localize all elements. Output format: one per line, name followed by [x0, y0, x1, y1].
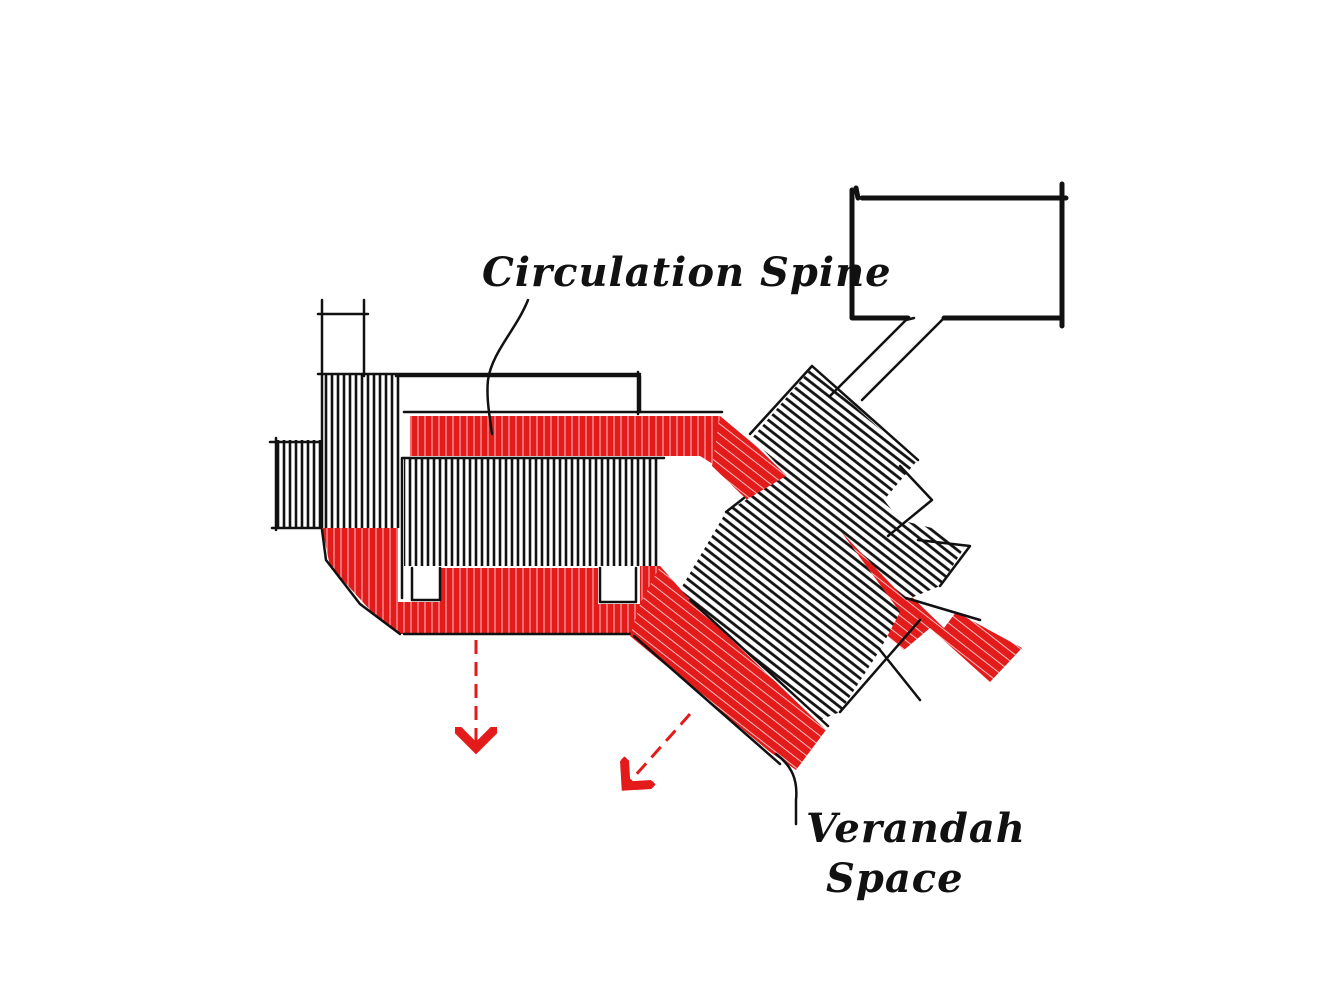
- label-circulation-spine: Circulation Spine: [482, 249, 892, 296]
- label-verandah-line2: Space: [826, 855, 964, 902]
- angled-lower-block: [680, 470, 922, 720]
- verandah-strip-diagonal: [630, 566, 830, 770]
- red-arrow-diagonal: [626, 713, 692, 786]
- circulation-leader: [486, 298, 530, 436]
- verandah-leader: [774, 752, 798, 826]
- verandah-strip-left: [320, 528, 690, 636]
- top-right-building: [828, 181, 1069, 402]
- label-verandah-line1: Verandah: [806, 805, 1026, 852]
- left-end-block: [268, 436, 326, 532]
- tower-block: [316, 298, 642, 530]
- angled-upper-block: [748, 364, 982, 622]
- roof-outline: [394, 370, 642, 416]
- circulation-spine: [402, 410, 752, 466]
- main-wing-block: [400, 456, 666, 600]
